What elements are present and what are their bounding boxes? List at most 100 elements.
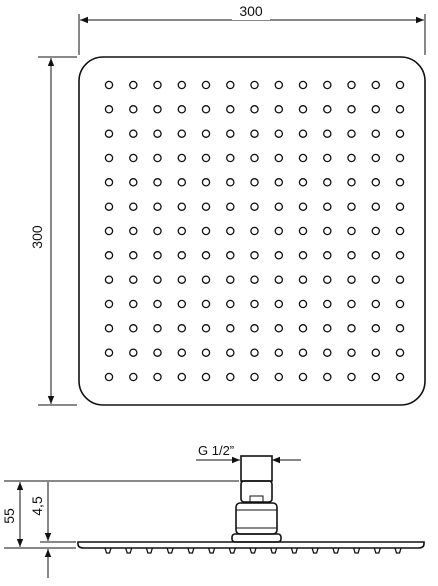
nozzle (298, 299, 308, 309)
nozzle (153, 178, 162, 187)
side-nozzle (373, 547, 381, 554)
nozzle (298, 153, 308, 163)
nozzle (201, 348, 211, 357)
nozzle (153, 226, 162, 236)
nozzle (129, 202, 138, 211)
nozzle (153, 129, 162, 138)
side-nozzle (270, 547, 278, 554)
nozzle (323, 372, 332, 382)
nozzle (104, 372, 114, 382)
nozzle (201, 80, 211, 90)
nozzle (201, 251, 211, 260)
nozzle (371, 226, 381, 236)
nozzle (129, 226, 138, 236)
nozzle (274, 299, 284, 309)
nozzle (395, 153, 405, 163)
nozzle (298, 251, 308, 260)
nozzle (298, 105, 308, 114)
nozzle (201, 275, 211, 284)
nozzle (201, 178, 211, 187)
nozzle (177, 153, 187, 163)
nozzle (129, 105, 138, 114)
nozzle (104, 226, 114, 236)
nozzle (104, 299, 114, 309)
side-nozzles (104, 547, 402, 554)
nozzle (298, 348, 308, 357)
total-height-dimension: 55 (1, 480, 239, 549)
nozzle (323, 275, 332, 284)
nozzle (153, 153, 162, 163)
nozzle (323, 105, 332, 114)
nozzle (371, 153, 381, 163)
nozzle (250, 348, 259, 357)
nozzle (177, 372, 187, 382)
nozzle (153, 251, 162, 260)
nozzle (129, 372, 138, 382)
nozzle (274, 324, 284, 333)
plate-outline (78, 56, 426, 406)
nozzle (226, 178, 235, 187)
nozzle (323, 80, 332, 90)
side-nozzle (104, 547, 112, 554)
side-view: G 1/2” 55 4,5 (1, 443, 425, 578)
side-plate (77, 541, 425, 554)
nozzle (274, 251, 284, 260)
nozzle (395, 202, 405, 211)
nozzle (104, 153, 114, 163)
nozzle (298, 324, 308, 333)
nozzle (129, 178, 138, 187)
nozzle (298, 275, 308, 284)
nozzle (250, 372, 259, 382)
nozzle (395, 226, 405, 236)
plate-height-dimension: 4,5 (29, 482, 76, 578)
nozzle (347, 348, 356, 357)
nozzle (274, 226, 284, 236)
nozzle (129, 251, 138, 260)
side-nozzle (394, 547, 402, 554)
nozzle (153, 202, 162, 211)
thread-dimension: G 1/2” (196, 443, 301, 464)
side-nozzle (352, 547, 361, 554)
nozzle (104, 178, 114, 187)
nozzle (226, 372, 235, 382)
nozzle (226, 348, 235, 357)
nozzle (395, 80, 405, 90)
nozzle (298, 80, 308, 90)
nozzle (274, 129, 284, 138)
nozzle (347, 324, 356, 333)
nozzle (250, 202, 259, 211)
nozzle (274, 202, 284, 211)
nozzle (129, 129, 138, 138)
nozzle (371, 324, 381, 333)
nozzle (274, 105, 284, 114)
nozzle (323, 153, 332, 163)
nozzle (153, 105, 162, 114)
nozzle (298, 202, 308, 211)
nozzle (226, 153, 235, 163)
nozzle (250, 129, 259, 138)
nozzle (323, 299, 332, 309)
nozzle (347, 178, 356, 187)
nozzle (371, 372, 381, 382)
nozzle (201, 129, 211, 138)
nozzle (347, 299, 356, 309)
nozzle (347, 226, 356, 236)
nozzle (129, 153, 138, 163)
nozzle (371, 105, 381, 114)
nozzle (371, 299, 381, 309)
nozzle (226, 275, 235, 284)
nozzle (250, 324, 259, 333)
nozzle (274, 178, 284, 187)
nozzle (323, 129, 332, 138)
nozzle (347, 153, 356, 163)
nozzle (347, 80, 356, 90)
nozzle (298, 372, 308, 382)
nozzle (298, 129, 308, 138)
nozzle (226, 299, 235, 309)
nozzle (274, 348, 284, 357)
nozzle (250, 80, 259, 90)
side-nozzle (125, 547, 133, 554)
width-dimension: 300 (78, 3, 426, 55)
nozzle (201, 372, 211, 382)
nozzle (177, 226, 187, 236)
